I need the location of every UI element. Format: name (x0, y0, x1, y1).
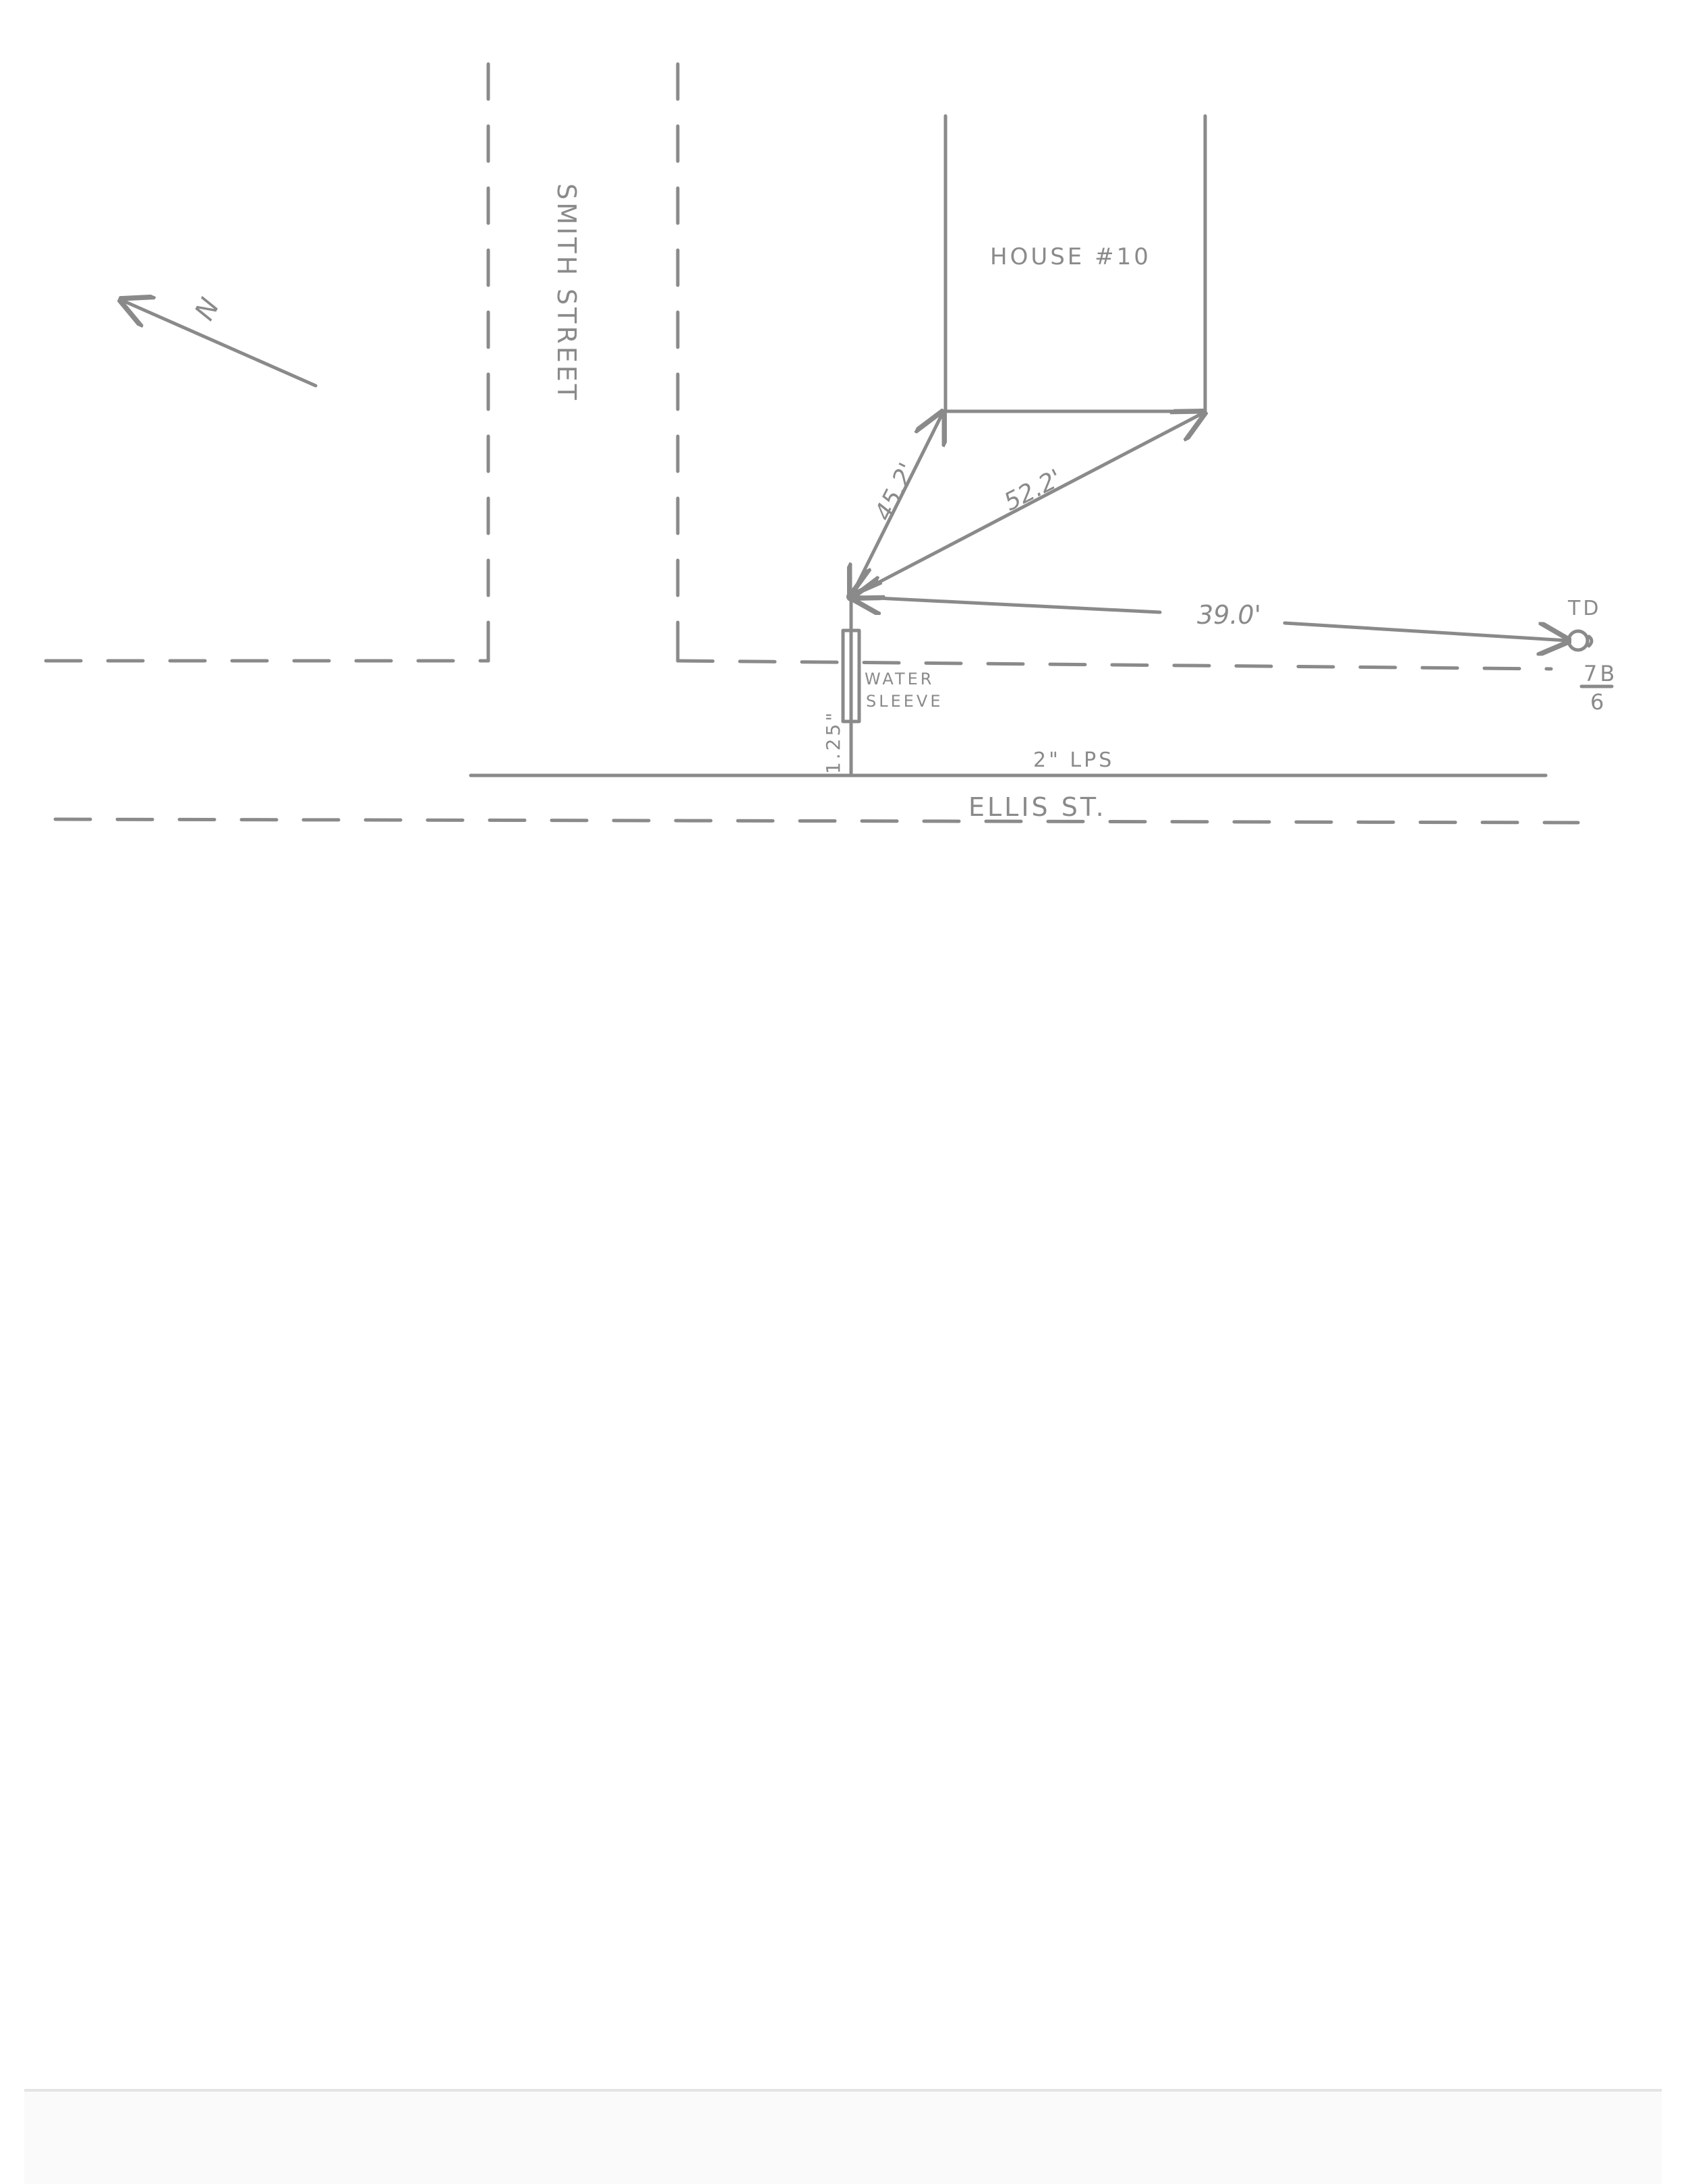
measure-45-label: 45.2' (869, 459, 921, 525)
north-arrow (121, 300, 318, 388)
water-sleeve-label-1: WATER (865, 670, 934, 688)
water-sleeve-label-2: SLEEVE (866, 692, 943, 711)
ellis-street-edge (53, 817, 1580, 825)
property-line-east (676, 659, 1553, 671)
measure-52-label: 52.2' (999, 465, 1066, 517)
smith-street-label: SMITH STREET (552, 183, 581, 403)
service-size-label: 1.25" (822, 710, 844, 774)
tie-line-52 (851, 413, 1204, 597)
measure-39-label: 39.0' (1197, 600, 1261, 630)
ref-top-label: 7B (1583, 661, 1617, 686)
gas-main-label: 2" LPS (1033, 748, 1114, 772)
service-point (846, 592, 856, 601)
tie-line-39-left (851, 597, 1162, 612)
north-label: N (189, 293, 226, 326)
house-label: HOUSE #10 (990, 243, 1151, 270)
ellis-street-label: ELLIS ST. (968, 792, 1107, 822)
water-sleeve (841, 628, 861, 724)
page-footer-strip (24, 2089, 1662, 2184)
td-fitting-icon (1567, 629, 1594, 652)
tie-line-39-right (1283, 621, 1568, 641)
ref-bottom-label: 6 (1590, 689, 1606, 715)
td-label: TD (1567, 597, 1601, 620)
